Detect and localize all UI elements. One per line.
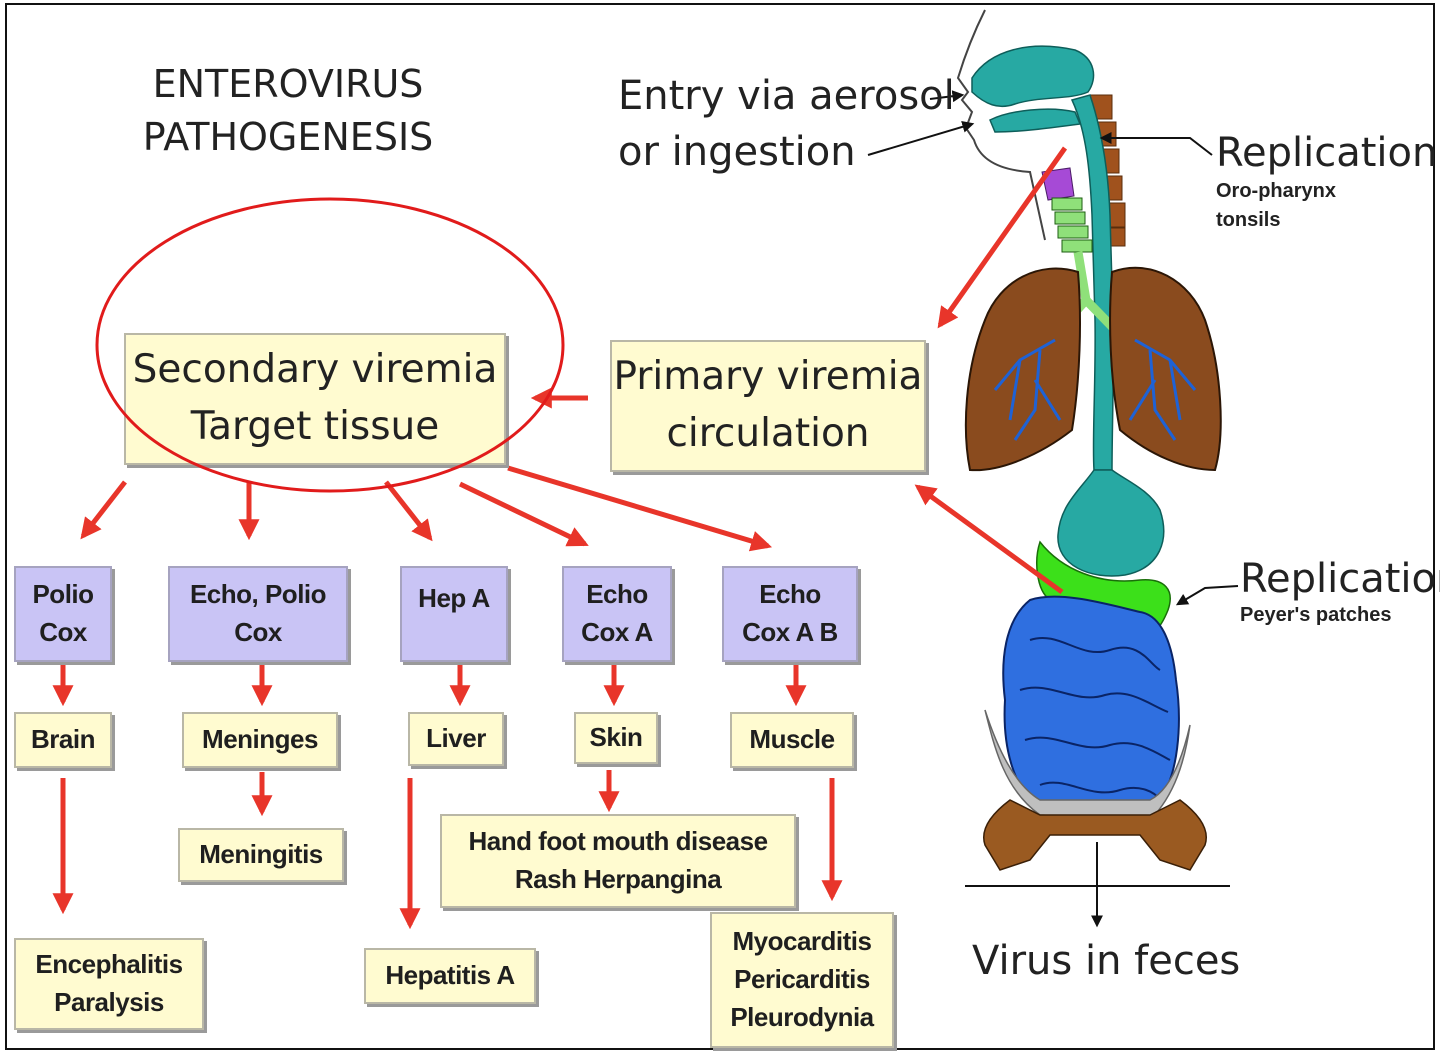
disease-box-hand-foot-mouth: Hand foot mouth disease Rash Herpangina: [440, 814, 796, 908]
primary-viremia-box: Primary viremia circulation: [610, 340, 926, 472]
replication-oropharynx-label: Replication Oro-pharynx tonsils: [1216, 130, 1437, 232]
primary-line-2: circulation: [666, 406, 869, 463]
virus-box-echo-cox-a-b: Echo Cox A B: [722, 566, 858, 662]
replication-top-sub1: Oro-pharynx: [1216, 180, 1437, 203]
tissue-box-brain: Brain: [14, 712, 112, 768]
entry-label: Entry via aerosol or ingestion: [618, 68, 955, 180]
virus-box-echo-cox-a: Echo Cox A: [562, 566, 672, 662]
tissue-box-skin: Skin: [574, 712, 658, 764]
tissue-box-meninges: Meninges: [182, 712, 338, 768]
title-line-1: ENTEROVIRUS: [118, 58, 458, 111]
entry-line-1: Entry via aerosol: [618, 68, 955, 124]
disease-label: Hand foot mouth disease: [468, 823, 767, 861]
virus-label: Cox A B: [742, 614, 838, 652]
secondary-viremia-box: Secondary viremia Target tissue: [124, 333, 506, 465]
virus-box-echo-polio-cox: Echo, Polio Cox: [168, 566, 348, 662]
virus-label: Cox: [234, 614, 282, 652]
replication-bottom-title: Replication: [1240, 556, 1440, 602]
disease-label: Paralysis: [54, 984, 164, 1022]
entry-line-2: or ingestion: [618, 124, 955, 180]
tissue-label: Brain: [31, 721, 95, 759]
replication-peyers-label: Replication Peyer's patches: [1240, 556, 1440, 627]
page-title: ENTEROVIRUS PATHOGENESIS: [118, 58, 458, 164]
disease-box-encephalitis: Encephalitis Paralysis: [14, 938, 204, 1030]
virus-label: Echo, Polio: [190, 576, 326, 614]
disease-label: Pericarditis: [734, 961, 870, 999]
virus-label: Cox: [39, 614, 87, 652]
disease-label: Pleurodynia: [730, 999, 873, 1037]
disease-label: Hepatitis A: [385, 957, 514, 995]
virus-label: Echo: [759, 576, 821, 614]
disease-box-hepatitis-a: Hepatitis A: [364, 948, 536, 1004]
disease-label: Encephalitis: [35, 946, 182, 984]
tissue-label: Skin: [590, 719, 643, 757]
virus-label: Polio: [32, 576, 93, 614]
virus-label: Echo: [586, 576, 648, 614]
replication-top-sub2: tonsils: [1216, 209, 1437, 232]
tissue-box-liver: Liver: [408, 712, 504, 766]
virus-in-feces-label: Virus in feces: [972, 938, 1240, 984]
replication-top-title: Replication: [1216, 130, 1437, 176]
secondary-line-2: Target tissue: [191, 399, 440, 456]
disease-label: Meningitis: [199, 836, 323, 874]
tissue-box-muscle: Muscle: [730, 712, 854, 768]
tissue-label: Muscle: [749, 721, 834, 759]
disease-label: Myocarditis: [733, 923, 872, 961]
secondary-line-1: Secondary viremia: [133, 342, 498, 399]
flow-arrows: [63, 148, 1065, 925]
primary-line-1: Primary viremia: [614, 349, 923, 406]
replication-bottom-sub: Peyer's patches: [1240, 604, 1440, 627]
tissue-label: Liver: [426, 720, 486, 758]
title-line-2: PATHOGENESIS: [118, 111, 458, 164]
virus-label: Cox A: [581, 614, 653, 652]
disease-label: Rash Herpangina: [515, 861, 721, 899]
virus-label: Hep A: [418, 580, 490, 618]
disease-box-meningitis: Meningitis: [178, 828, 344, 882]
tissue-label: Meninges: [202, 721, 318, 759]
virus-box-polio-cox: Polio Cox: [14, 566, 112, 662]
disease-box-myocarditis: Myocarditis Pericarditis Pleurodynia: [710, 912, 894, 1048]
virus-box-hep-a: Hep A: [400, 566, 508, 662]
